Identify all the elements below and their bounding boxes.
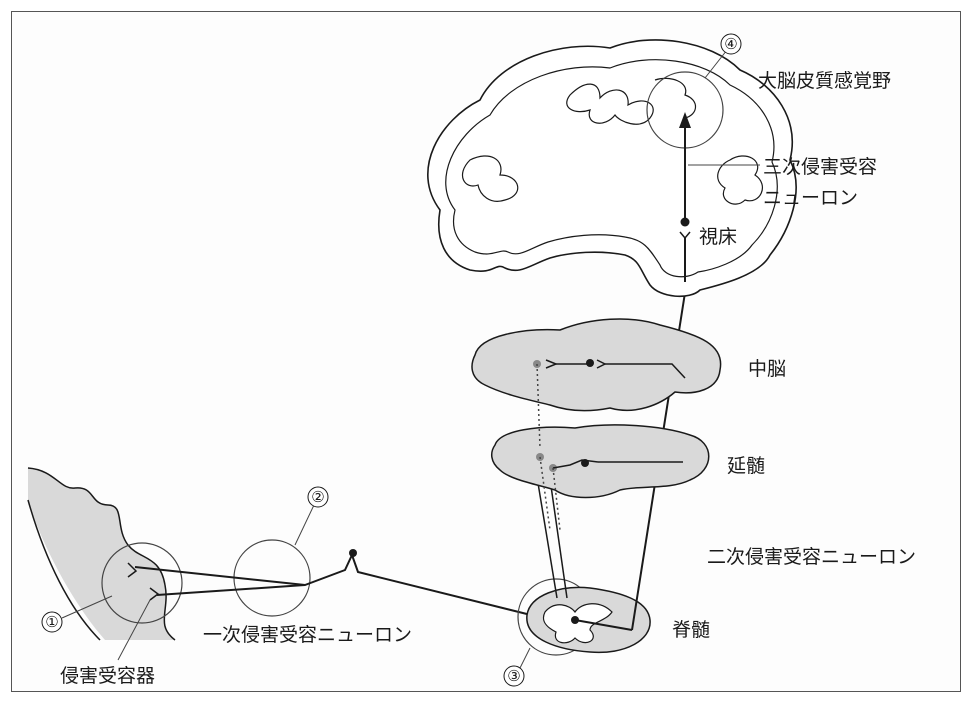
svg-text:④: ④ [724,35,737,53]
marker-3: ③ [503,665,525,687]
marker-4: ④ [720,33,742,55]
svg-text:①: ① [45,613,58,631]
leader-circle-3 [519,647,531,669]
cerebrum-inner-outline [445,59,778,278]
leader-circle-2 [294,504,315,546]
spinal-interneuron [574,619,633,631]
leader-circle-1 [61,595,113,619]
first-order-neuron-axon [134,552,556,622]
label-nociceptor: 侵害受容器 [60,665,155,687]
cerebrum-gyrus-2 [461,155,519,202]
medulla-dotted-a [539,456,551,531]
midbrain-section [471,318,722,412]
skin-tissue [28,468,175,640]
dorsal-root-ganglion-dot [349,549,357,557]
thalamus-dot [680,217,690,227]
leader-circle-4 [704,49,728,79]
callout-circle-1 [101,542,183,624]
skin-outer-edge [27,499,101,641]
cerebrum-gyrus-1 [566,83,654,125]
medulla-branch [552,459,599,469]
label-second-neuron: 二次侵害受容ニューロン [707,546,916,568]
svg-text:②: ② [311,488,324,506]
cerebrum-gyrus-4 [654,77,697,119]
label-medulla: 延髄 [727,455,765,477]
cerebrum-outline [427,39,797,298]
midbrain-dot-2 [586,359,594,367]
label-third-neuron-line1: 三次侵害受容 [763,156,877,178]
ascending-tract-left-a [534,464,558,599]
medulla-dotted-b [552,467,561,531]
marker-2: ② [307,486,329,508]
midbrain-dotted [536,363,541,449]
medulla-section [490,424,710,499]
third-order-arrowhead [679,112,691,128]
label-cortex: 大脳皮質感覚野 [758,70,891,92]
marker-1: ① [41,611,63,633]
cerebrum-gyrus-3 [717,155,763,205]
midbrain-tract-right-line [605,363,686,379]
first-order-neuron-branch [156,584,306,596]
medulla-dot-3 [581,459,589,467]
skin-surface [27,467,176,641]
spinal-gray-matter [542,603,613,644]
label-midbrain: 中脳 [748,358,786,380]
label-spinal-cord: 脊髄 [672,619,710,641]
label-first-neuron: 一次侵害受容ニューロン [203,624,412,646]
label-third-neuron-line2: ニューロン [763,187,858,209]
leader-nociceptor [117,599,151,661]
svg-text:③: ③ [507,667,520,685]
label-thalamus: 視床 [699,226,737,248]
